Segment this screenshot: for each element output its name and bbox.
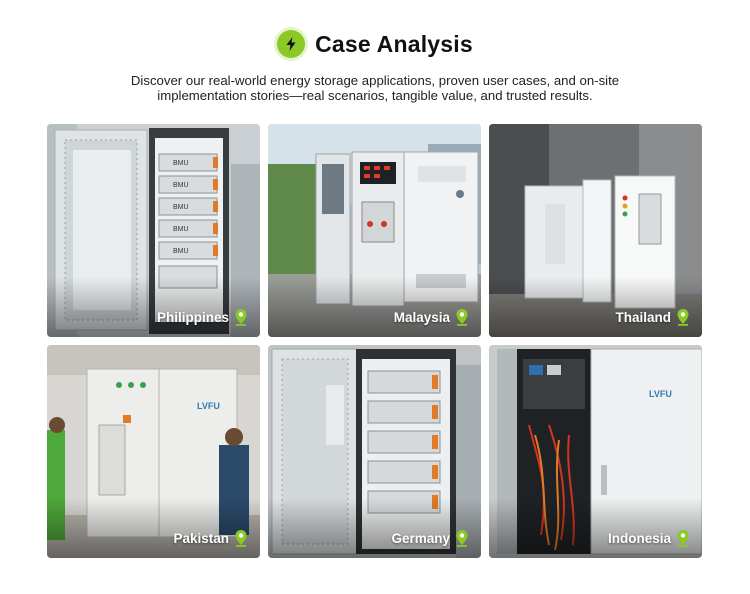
bmu-label: BMU: [173, 182, 189, 189]
caption-shade: [47, 277, 260, 337]
bmu-label: BMU: [173, 160, 189, 167]
subtitle-line-2: implementation stories—real scenarios, t…: [157, 87, 593, 103]
case-location-indonesia: Indonesia: [608, 529, 690, 547]
case-photo-malaysia: [268, 124, 481, 337]
case-photo-thailand: [489, 124, 702, 337]
location-label: Philippines: [156, 309, 229, 325]
location-pin-icon: [677, 309, 689, 326]
case-gallery: BMU BMU BMU BMU BMU Philippines: [47, 124, 702, 558]
location-pin-icon: [235, 309, 247, 326]
location-label: Pakistan: [173, 530, 229, 546]
case-location-pakistan: Pakistan: [173, 529, 248, 547]
caption-shade: [268, 498, 481, 558]
page-title: Case Analysis: [315, 30, 473, 57]
case-card-indonesia[interactable]: LVFU Indonesia: [489, 345, 702, 558]
location-pin-icon: [677, 530, 689, 547]
location-label: Thailand: [615, 309, 671, 325]
brand-logo-text: LVFU: [197, 401, 220, 411]
bmu-label: BMU: [173, 226, 189, 233]
case-photo-indonesia: LVFU: [489, 345, 702, 558]
location-pin-icon: [235, 530, 247, 547]
case-location-germany: Germany: [391, 529, 469, 547]
location-pin-icon: [456, 309, 468, 326]
brand-logo-text: LVFU: [649, 389, 672, 399]
lightning-bolt-icon: [277, 30, 306, 58]
case-card-philippines[interactable]: BMU BMU BMU BMU BMU Philippines: [47, 124, 260, 337]
location-label: Malaysia: [393, 309, 450, 325]
case-photo-germany: [268, 345, 481, 558]
bmu-label: BMU: [173, 248, 189, 255]
caption-shade: [268, 277, 481, 337]
caption-shade: [489, 498, 702, 558]
case-location-malaysia: Malaysia: [394, 308, 469, 326]
caption-shade: [47, 498, 260, 558]
caption-shade: [489, 277, 702, 337]
case-photo-philippines: BMU BMU BMU BMU BMU: [47, 124, 260, 337]
location-pin-icon: [456, 530, 468, 547]
location-label: Germany: [391, 530, 450, 546]
case-card-germany[interactable]: Germany: [268, 345, 481, 558]
bmu-label: BMU: [173, 204, 189, 211]
page-subtitle: Discover our real-world energy storage a…: [60, 73, 690, 103]
case-card-thailand[interactable]: Thailand: [489, 124, 702, 337]
subtitle-line-1: Discover our real-world energy storage a…: [130, 73, 620, 88]
case-photo-pakistan: LVFU: [47, 345, 260, 558]
case-card-malaysia[interactable]: Malaysia: [268, 124, 481, 337]
section-header: Case Analysis: [0, 30, 750, 58]
location-label: Indonesia: [607, 530, 671, 546]
case-location-thailand: Thailand: [615, 308, 690, 326]
case-card-pakistan[interactable]: LVFU Pakistan: [47, 345, 260, 558]
case-location-philippines: Philippines: [157, 308, 248, 326]
